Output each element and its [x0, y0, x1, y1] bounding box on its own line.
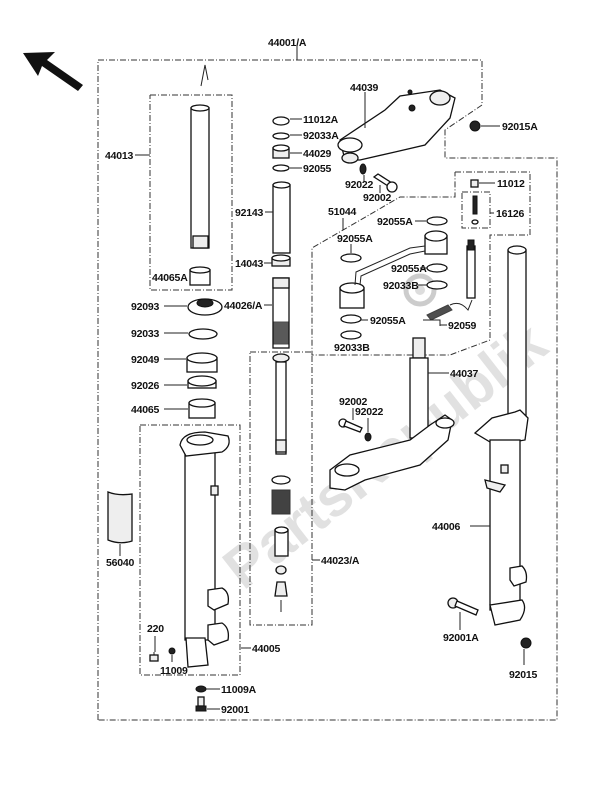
- air-hose-part: [339, 230, 448, 309]
- label-220: 220: [147, 623, 164, 635]
- bush-part: [188, 398, 216, 419]
- label-92049: 92049: [131, 354, 160, 366]
- label-92002-lower: 92002: [339, 396, 368, 408]
- label-92055a-low: 92055A: [370, 315, 406, 327]
- reflector-part: [107, 491, 133, 544]
- upper-bracket-part: [337, 89, 456, 164]
- spring-set-box: [249, 351, 313, 626]
- label-92033a: 92033A: [303, 130, 339, 142]
- inner-tube-part: [190, 104, 210, 249]
- label-92015a: 92015A: [502, 121, 538, 133]
- front-direction-arrow-icon: [23, 52, 83, 91]
- o-ring-a-part: [272, 132, 290, 140]
- label-51044: 51044: [328, 206, 357, 218]
- label-92022-upper: 92022: [345, 179, 374, 191]
- label-44023a: 44023/A: [321, 555, 360, 567]
- label-92001: 92001: [221, 704, 250, 716]
- label-92002-upper: 92002: [363, 192, 392, 204]
- label-44029: 44029: [303, 148, 332, 160]
- label-92093: 92093: [131, 301, 160, 313]
- label-92033b-mid: 92033B: [383, 280, 419, 292]
- label-44013: 44013: [105, 150, 134, 162]
- o-ring-part: [272, 164, 290, 172]
- label-44005: 44005: [252, 643, 281, 655]
- label-44006: 44006: [432, 521, 461, 533]
- label-44037: 44037: [450, 368, 479, 380]
- label-92026: 92026: [131, 380, 160, 392]
- label-11012a: 11012A: [303, 114, 339, 126]
- cylinder-part: [272, 277, 290, 349]
- stem-part: [329, 337, 455, 491]
- gasket-a-part: [195, 685, 207, 693]
- outer-tube-left-box: [139, 424, 241, 676]
- washer-lower-part: [364, 432, 372, 442]
- axle-nut-part: [520, 637, 532, 649]
- o-ring-55a-top-part: [426, 216, 448, 226]
- label-14043: 14043: [235, 258, 264, 270]
- label-44039: 44039: [350, 82, 379, 94]
- label-92055a-left: 92055A: [337, 233, 373, 245]
- label-16126: 16126: [496, 208, 525, 220]
- cap-part: [272, 116, 290, 126]
- valve-box: [461, 191, 491, 229]
- label-92055a-mid: 92055A: [391, 263, 427, 275]
- inner-tube-box: [149, 64, 233, 291]
- outer-tube-right-part: [473, 245, 529, 626]
- washer-seat-part: [186, 352, 218, 373]
- o-ring-55a-mid-part: [426, 263, 448, 273]
- label-56040: 56040: [106, 557, 135, 569]
- o-ring-55a-left-part: [340, 253, 362, 263]
- spring-washer-part: [359, 163, 367, 175]
- gasket-part: [168, 647, 176, 655]
- bolt-part: [372, 173, 398, 193]
- o-ring-55a-low-part: [340, 314, 362, 324]
- drain-bolt-part: [195, 696, 207, 712]
- label-92033: 92033: [131, 328, 160, 340]
- label-11009: 11009: [160, 665, 188, 677]
- screw-part: [149, 652, 159, 662]
- bolt-lower-part: [338, 418, 363, 433]
- nut-a-part: [469, 120, 481, 132]
- outer-tube-left-part: [179, 431, 230, 668]
- axle-bolt-part: [447, 597, 479, 616]
- assembly-frame: [97, 45, 558, 721]
- piston-ring-part: [271, 254, 291, 267]
- spring-set-part: [271, 353, 291, 612]
- label-92001a: 92001A: [443, 632, 479, 644]
- label-44026a: 44026/A: [224, 300, 263, 312]
- label-44065a: 44065A: [152, 272, 188, 284]
- valve-part: [471, 195, 479, 225]
- o-ring-33b-low-part: [340, 330, 362, 340]
- o-ring-33b-mid-part: [426, 280, 448, 290]
- spacer-part: [272, 181, 291, 254]
- label-92055a-top: 92055A: [377, 216, 413, 228]
- label-11012: 11012: [497, 178, 525, 190]
- plain-washer-part: [187, 375, 217, 389]
- air-valve-cap-part: [470, 179, 479, 188]
- fitting-part: [426, 239, 476, 321]
- cap-bolt-part: [272, 144, 290, 159]
- retaining-ring-part: [188, 328, 218, 340]
- label-44065: 44065: [131, 404, 160, 416]
- label-92143: 92143: [235, 207, 264, 219]
- air-valve-box: [311, 171, 531, 356]
- label-44001a: 44001/A: [268, 37, 307, 49]
- label-92022-lower: 92022: [355, 406, 384, 418]
- label-92033b-low: 92033B: [334, 342, 370, 354]
- label-92055: 92055: [303, 163, 332, 175]
- oil-seal-part: [187, 298, 223, 316]
- bush-a-part: [189, 266, 211, 286]
- label-11009a: 11009A: [221, 684, 257, 696]
- watermark-gear-icon: [403, 273, 437, 307]
- label-92059: 92059: [448, 320, 477, 332]
- label-92015: 92015: [509, 669, 538, 681]
